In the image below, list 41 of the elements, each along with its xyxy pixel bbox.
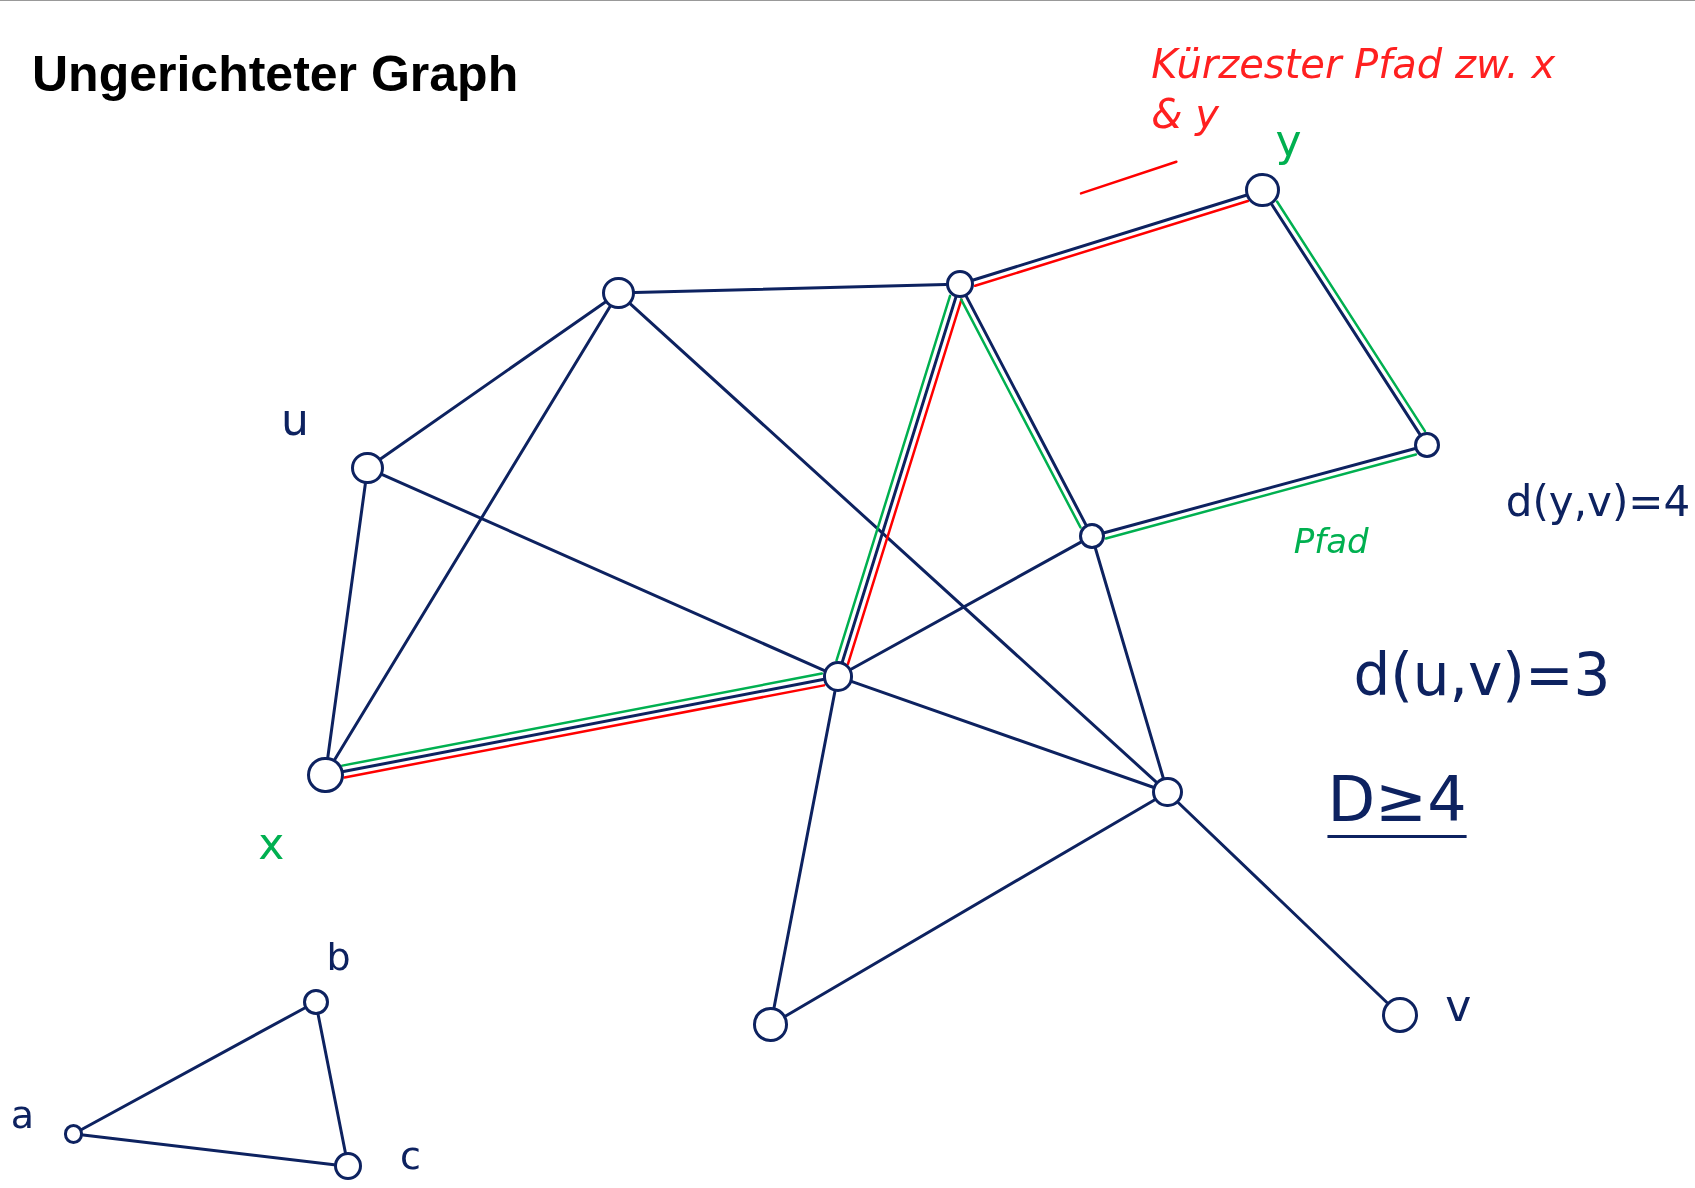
graph-edge [784,798,1156,1018]
formula-note: D≥4 [1327,763,1467,837]
graph-vertex [307,756,344,794]
graph-vertex [945,270,974,299]
graph-vertex [1078,523,1105,550]
vertex-label: c [399,1133,421,1178]
vertex-label: a [10,1092,35,1137]
vertex-label: b [326,934,351,979]
graph-edge [316,1013,347,1155]
graph-vertex [602,276,635,310]
graph-edge [333,305,612,761]
graph-vertex [1152,777,1183,808]
graph-edge [849,540,1082,671]
graph-edge [1176,801,1389,1004]
graph-edge [380,473,826,672]
graph-vertex [1381,996,1419,1034]
graph-edge [628,302,1158,784]
graph-edge [850,680,1155,789]
graph-vertex [302,989,329,1015]
formula-note: d(u,v)=3 [1353,640,1611,709]
graph-vertex [753,1007,789,1042]
graph-edge [1094,547,1165,780]
graph-vertex [822,661,853,692]
graph-edge [326,482,367,759]
vertex-label: x [258,818,285,870]
graph-vertex [1245,172,1280,208]
graph-vertex [63,1124,84,1144]
graph-edge [80,1006,306,1131]
vertex-label: y [1275,114,1302,166]
vertex-label: u [281,394,309,446]
graph-edge [772,690,837,1010]
leader-line [1079,160,1178,195]
graph-vertex [1413,432,1440,459]
graph-edge [379,300,607,461]
graph-edge [633,283,948,294]
vertex-label: v [1445,980,1472,1032]
graph-edge [81,1133,336,1167]
graph-vertex [351,451,384,485]
diagram-title: Ungerichteter Graph [32,45,519,103]
graph-vertex [334,1152,363,1181]
formula-note: d(y,v)=4 [1505,476,1691,526]
